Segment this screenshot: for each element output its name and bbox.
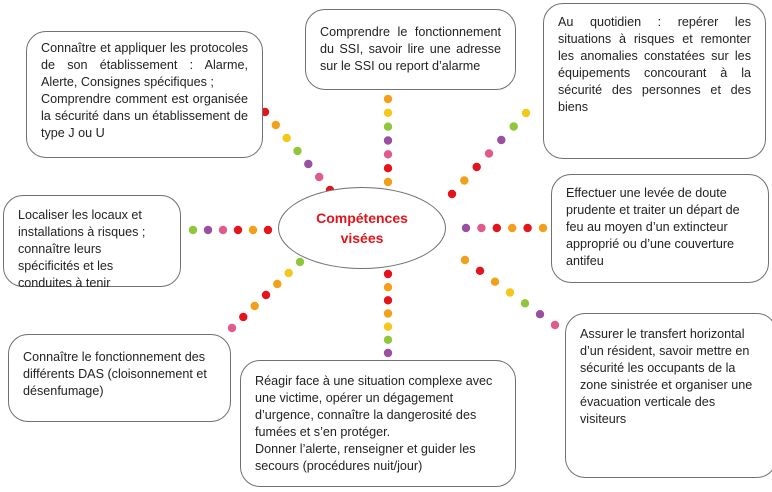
connector-dot-bottom-left [261, 290, 271, 300]
connector-dot-bottom [383, 348, 393, 358]
connector-dot-bottom-right [475, 266, 485, 275]
connector-dot-bottom-right [460, 255, 470, 265]
box-situation: Réagir face à une situation complexe ave… [240, 360, 516, 487]
connector-dot-top [383, 108, 393, 118]
connector-dot-bottom-right [505, 288, 515, 297]
connector-dot-top-left [315, 172, 324, 182]
connector-dot-right [508, 223, 517, 233]
connector-dot-top-right [497, 135, 506, 145]
connector-dot-left [248, 225, 258, 235]
box-locaux: Localiser les locaux et installations à … [3, 195, 181, 290]
connector-dot-bottom [383, 269, 393, 279]
connector-dot-right [538, 223, 548, 233]
connector-dot-top-right [521, 108, 531, 118]
connector-dot-left [188, 225, 198, 235]
connector-dot-top-right [460, 176, 469, 185]
connector-dot-top [383, 94, 393, 104]
connector-dot-right [461, 223, 471, 233]
connector-dot-bottom-right [490, 277, 500, 286]
connector-dot-bottom-left [239, 312, 248, 322]
connector-dot-bottom-left [227, 323, 237, 333]
connector-dot-top-left [304, 159, 313, 169]
box-quotidien: Au quotidien : repérer les situations à … [543, 3, 766, 159]
connector-dot-right [492, 223, 501, 233]
connector-dot-right [523, 223, 532, 233]
connector-dot-top-left [293, 146, 302, 156]
center-ellipse: Compétences visées [278, 187, 446, 269]
box-levee: Effectuer une levée de doute prudente et… [551, 174, 769, 283]
connector-dot-bottom [383, 296, 393, 305]
connector-dot-top-right [447, 189, 457, 199]
connector-dot-top-right [509, 122, 518, 131]
connector-dot-top [383, 136, 393, 145]
connector-dot-top [383, 150, 393, 159]
connector-dot-top-right [472, 162, 481, 172]
connector-dot-top [383, 177, 393, 187]
connector-dot-left [218, 225, 228, 235]
connector-dot-bottom [383, 283, 393, 292]
connector-dot-top-left [271, 120, 280, 130]
connector-dot-left [233, 225, 243, 235]
connector-dot-top-right [484, 149, 494, 158]
connector-dot-bottom-left [295, 257, 305, 267]
connector-dot-left [203, 225, 213, 235]
connector-dot-bottom-right [550, 320, 560, 330]
connector-dot-bottom-left [273, 279, 282, 289]
connector-dot-bottom [383, 335, 393, 344]
connector-dot-right [477, 223, 486, 233]
connector-dot-left [263, 225, 273, 235]
box-transfert: Assurer le transfert horizontal d’un rés… [565, 313, 772, 478]
connector-dot-top [383, 122, 393, 131]
box-protocoles: Connaître et appliquer les protocoles de… [26, 31, 263, 158]
connector-dot-bottom-left [250, 301, 259, 311]
connector-dot-bottom-right [535, 310, 545, 319]
center-label: Compétences visées [316, 210, 408, 246]
connector-dot-top [383, 164, 393, 173]
connector-dot-top-left [282, 133, 291, 143]
connector-dot-bottom-right [520, 299, 530, 308]
box-das: Connaître le fonctionnement des différen… [8, 334, 231, 422]
connector-dot-bottom-left [284, 268, 293, 278]
connector-dot-bottom [383, 322, 393, 331]
box-ssi: Comprendre le fonctionnement du SSI, sav… [305, 9, 516, 90]
connector-dot-bottom [383, 309, 393, 318]
